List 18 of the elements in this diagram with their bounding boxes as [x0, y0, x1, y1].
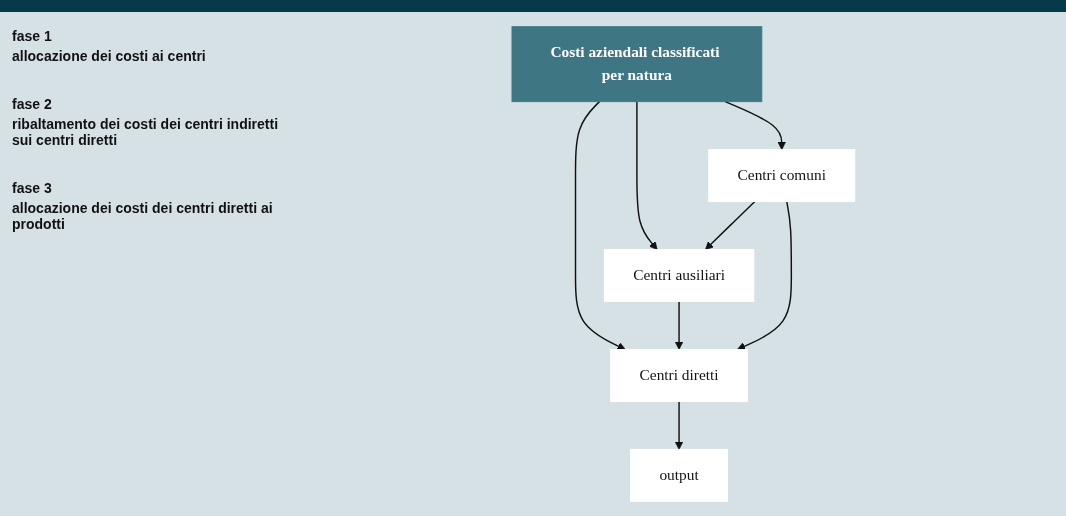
phase-label: fase 3	[12, 180, 53, 196]
phase-description: ribaltamento dei costi dei centri indiretti sui centri diretti	[12, 116, 280, 148]
arrow	[724, 100, 786, 151]
phase-label: fase 2	[12, 96, 53, 112]
node-box: Centri comuni	[707, 149, 855, 203]
node-box: output	[629, 448, 728, 502]
arrow	[736, 200, 792, 351]
node-box: Centri diretti	[609, 349, 748, 402]
node-box: Costi aziendali classificati per natura	[511, 26, 762, 103]
arrow	[674, 300, 683, 350]
arrow	[674, 400, 683, 450]
arrow	[704, 200, 756, 250]
phase-description: allocazione dei costi dei centri diretti ai prodotti	[12, 200, 274, 232]
phase-description: allocazione dei costi ai centri	[12, 48, 207, 64]
node-box: Centri ausiliari	[603, 249, 754, 302]
phase-label: fase 1	[12, 28, 53, 44]
arrow	[635, 100, 658, 250]
arrow	[574, 100, 626, 350]
